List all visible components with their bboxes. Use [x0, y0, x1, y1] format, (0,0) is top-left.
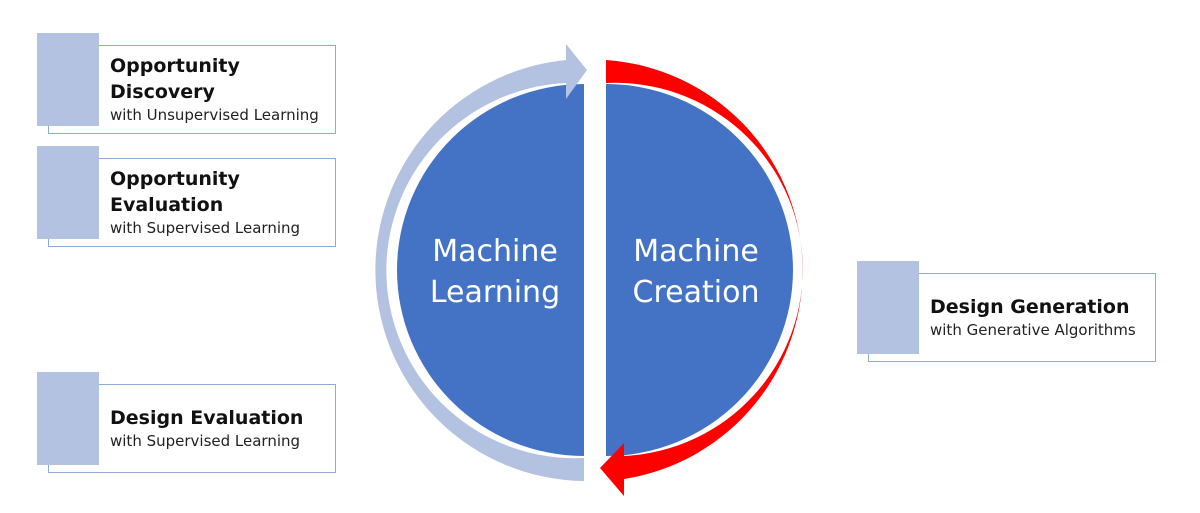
- design-generation-subtitle: with Generative Algorithms: [930, 321, 1136, 339]
- creation-arc-arrow: [600, 60, 803, 496]
- design-evaluation-subtitle: with Supervised Learning: [110, 432, 301, 450]
- machine-creation-line1: Machine: [633, 234, 759, 269]
- machine-learning-line1: Machine: [432, 234, 558, 269]
- design-evaluation-tab: [37, 372, 99, 465]
- machine-creation-half: [606, 84, 793, 456]
- design-generation-title: Design Generation: [930, 296, 1130, 318]
- opportunity-evaluation-subtitle: with Supervised Learning: [110, 219, 301, 237]
- machine-learning-line2: Learning: [430, 275, 560, 310]
- opportunity-evaluation-title: Opportunity Evaluation: [110, 168, 240, 216]
- opportunity-discovery-tab: [37, 33, 99, 126]
- machine-learning-half: [397, 84, 584, 456]
- opportunity-discovery-subtitle: with Unsupervised Learning: [110, 106, 319, 124]
- design-evaluation-title: Design Evaluation: [110, 407, 304, 429]
- opportunity-evaluation-tab: [37, 146, 99, 239]
- opportunity-discovery-title: Opportunity Discovery: [110, 55, 240, 103]
- design-generation-tab: [857, 261, 919, 354]
- machine-creation-line2: Creation: [633, 275, 760, 310]
